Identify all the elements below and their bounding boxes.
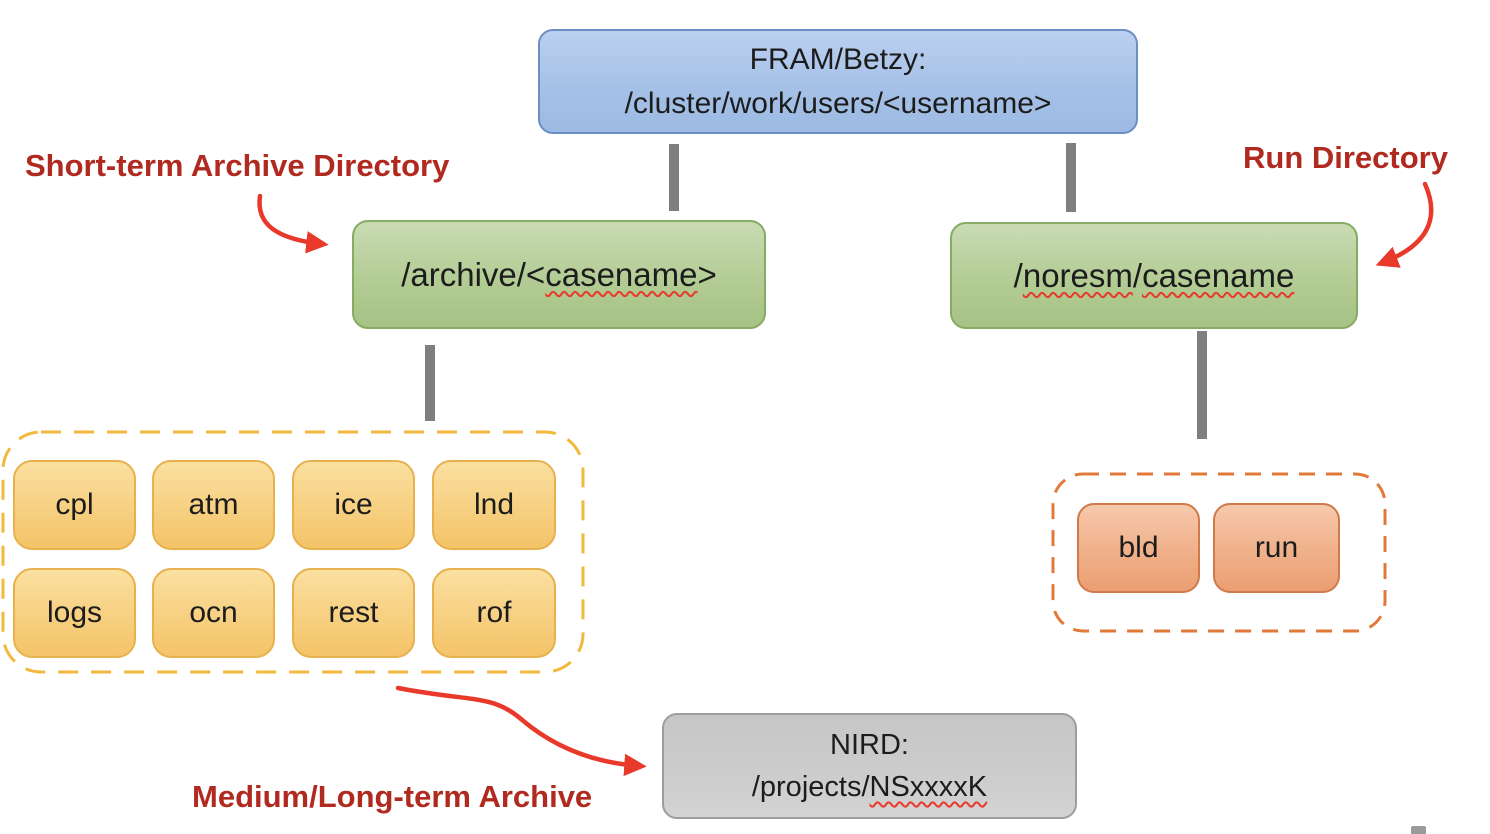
nird-path-project: NSxxxxK (869, 771, 988, 803)
node-noresm-path: /noresm/casename (1014, 257, 1295, 295)
run-directory-arrow-icon (1375, 181, 1434, 268)
medium-long-arrow-icon (395, 685, 647, 777)
archive-path-pre: /archive/< (401, 255, 546, 293)
short-term-arrow-icon (257, 193, 329, 254)
node-archive-path: /archive/<casename> (401, 256, 717, 294)
archive-child-logs: logs (13, 568, 136, 658)
connector-root-to-archive (669, 144, 679, 211)
archive-path-post: > (697, 255, 717, 293)
label-run-directory: Run Directory (1243, 140, 1448, 175)
noresm-path-noresm: noresm (1022, 256, 1133, 294)
node-fram-betzy-path: /cluster/work/users/<username> (624, 86, 1052, 120)
node-archive: /archive/<casename> (352, 220, 766, 329)
node-nird: NIRD: /projects/NSxxxxK (662, 713, 1077, 819)
node-nird-path: /projects/NSxxxxK (752, 766, 987, 808)
archive-child-atm: atm (152, 460, 275, 550)
label-short-term-archive: Short-term Archive Directory (25, 148, 450, 183)
archive-child-ocn: ocn (152, 568, 275, 658)
label-medium-long-archive: Medium/Long-term Archive (192, 779, 593, 814)
run-child-run: run (1213, 503, 1340, 593)
archive-child-ice: ice (292, 460, 415, 550)
nird-path-pre: /projects/ (751, 771, 870, 803)
node-fram-betzy: FRAM/Betzy: /cluster/work/users/<usernam… (538, 29, 1138, 134)
connector-archive-to-children (425, 345, 435, 421)
noresm-path-slash1: / (1013, 256, 1023, 294)
archive-child-rof: rof (432, 568, 556, 658)
run-child-bld: bld (1077, 503, 1200, 593)
archive-child-lnd: lnd (432, 460, 556, 550)
archive-child-rest: rest (292, 568, 415, 658)
node-nird-title: NIRD: (830, 729, 909, 761)
archive-path-casename: casename (545, 255, 698, 293)
connector-run-to-children (1197, 331, 1207, 439)
archive-child-cpl: cpl (13, 460, 136, 550)
noresm-path-casename: casename (1142, 256, 1295, 294)
connector-root-to-run (1066, 143, 1076, 212)
page-number-partial (1411, 826, 1426, 834)
noresm-path-slash2: / (1132, 256, 1143, 294)
node-noresm: /noresm/casename (950, 222, 1358, 329)
node-fram-betzy-title: FRAM/Betzy: (749, 42, 927, 76)
